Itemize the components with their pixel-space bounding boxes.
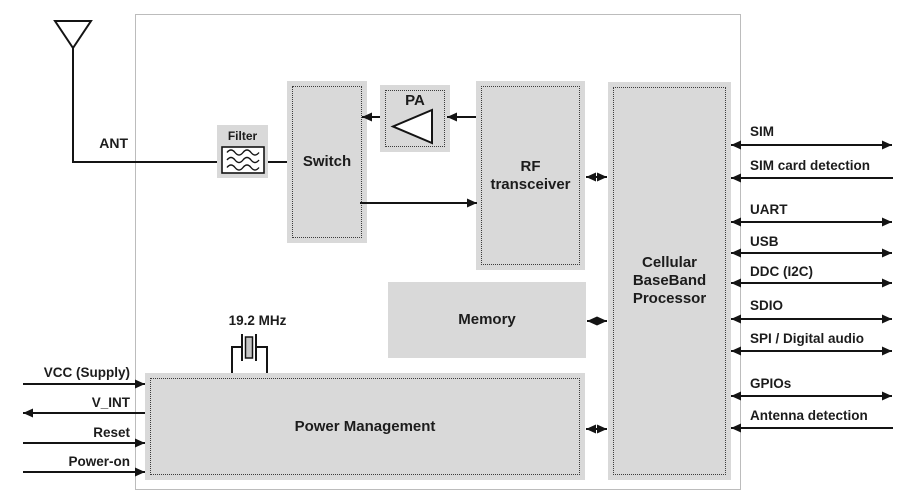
cellular-baseband-processor-label: Cellular BaseBand Processor [632, 254, 707, 307]
ddc-i2c-label: DDC (I2C) [750, 264, 813, 279]
filter-label: Filter [227, 129, 258, 143]
sim-card-detection-label: SIM card detection [750, 158, 871, 173]
switch-block: Switch [287, 81, 367, 243]
memory-label: Memory [458, 311, 516, 329]
pa-label: PA [405, 92, 425, 109]
uart-label: UART [750, 202, 788, 217]
vcc-supply-label: VCC (Supply) [43, 365, 130, 380]
spi-digital-audio-label: SPI / Digital audio [750, 331, 865, 346]
reset-label: Reset [93, 425, 130, 440]
cellular-baseband-processor-block: Cellular BaseBand Processor [608, 82, 731, 480]
switch-label: Switch [302, 153, 352, 171]
sdio-label: SDIO [750, 298, 784, 313]
v-int-label: V_INT [91, 395, 130, 410]
rf-transceiver-block: RF transceiver [476, 81, 585, 270]
pa-block: PA [380, 85, 450, 152]
power-on-label: Power-on [68, 454, 130, 469]
filter-block: Filter [217, 125, 268, 178]
rf-transceiver-label: RF transceiver [490, 157, 571, 193]
power-management-label: Power Management [294, 417, 436, 435]
memory-block: Memory [388, 282, 586, 358]
gpios-label: GPIOs [750, 376, 792, 391]
power-management-block: Power Management [145, 373, 585, 480]
ant-label: ANT [99, 135, 128, 151]
antenna-detection-label: Antenna detection [750, 408, 868, 423]
crystal-frequency-label: 19.2 MHz [228, 313, 287, 328]
usb-label: USB [750, 234, 779, 249]
sim-label: SIM [750, 124, 775, 139]
